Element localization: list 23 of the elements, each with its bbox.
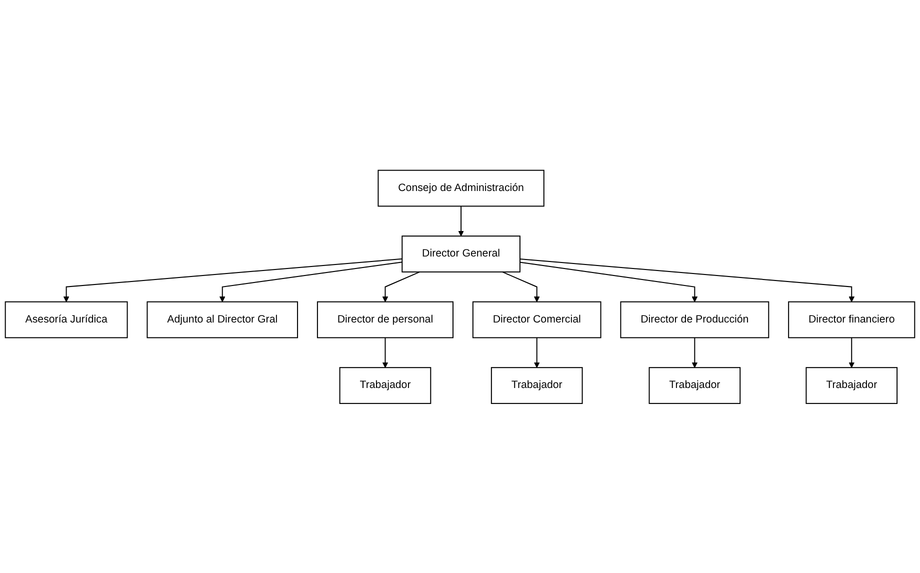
node-box: Trabajador — [806, 366, 898, 404]
arrow — [382, 336, 388, 368]
arrow — [382, 271, 420, 302]
node-box: Director General — [402, 235, 520, 272]
node-box: Director Comercial — [472, 300, 602, 338]
arrow — [219, 261, 403, 302]
node-box: Adjunto al Director Gral — [146, 300, 298, 338]
node-box: Consejo de Administración — [378, 169, 544, 206]
arrow — [519, 261, 698, 302]
node-box: Trabajador — [648, 366, 741, 404]
node-box: Director financiero — [788, 300, 916, 338]
arrow — [848, 336, 855, 368]
node-box: Asesoría Jurídica — [4, 300, 128, 338]
node-box: Director de Producción — [620, 300, 770, 338]
arrow — [63, 258, 403, 302]
arrow — [534, 336, 540, 368]
node-box: Director de personal — [316, 300, 454, 338]
arrow — [458, 205, 464, 236]
arrow — [502, 271, 540, 302]
arrow — [692, 336, 698, 368]
node-box: Trabajador — [339, 366, 432, 404]
arrow — [519, 258, 855, 302]
node-box: Trabajador — [490, 366, 583, 404]
